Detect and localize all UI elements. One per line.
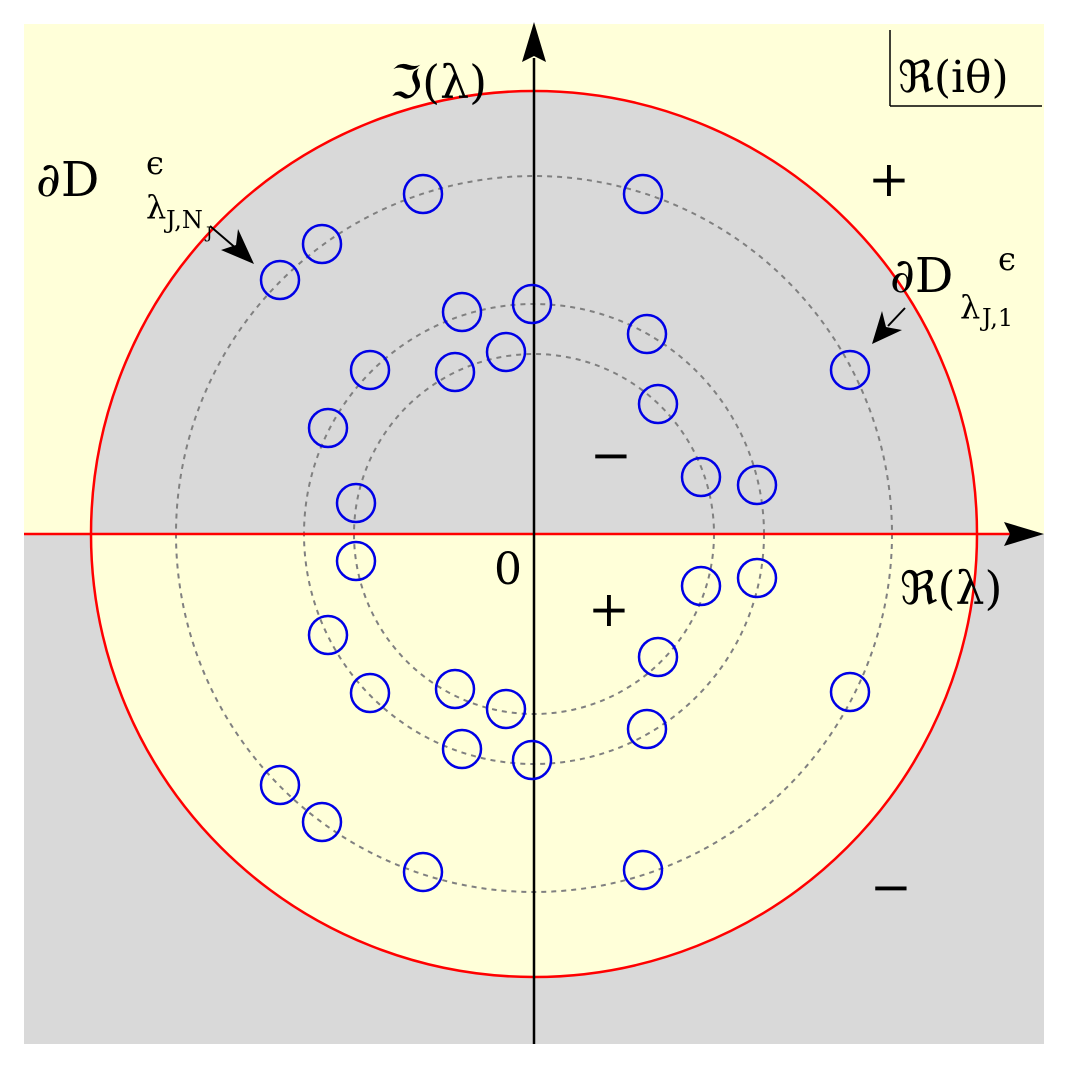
disk: [335, 540, 377, 582]
boundary-label-left: ∂D ϵ λ J,N J: [36, 144, 212, 242]
disk: [301, 223, 343, 265]
boundary-left-sub: λ: [146, 188, 166, 226]
pointer-right-line: [887, 307, 906, 327]
x-axis-label: ℜ(λ): [900, 561, 1003, 615]
pointer-arrows: [209, 225, 906, 344]
real-axis-arrow-icon: [1004, 522, 1044, 546]
boundary-left-subsub: J,N: [163, 206, 203, 234]
disk: [622, 173, 664, 215]
disk: [434, 668, 476, 710]
boundary-right-subsub: J,1: [979, 304, 1013, 332]
boundary-right-sup: ϵ: [998, 240, 1016, 278]
disk: [637, 383, 679, 425]
boundary-left-subsubsub: J: [204, 223, 212, 242]
disk: [349, 349, 391, 391]
origin-label: 0: [494, 544, 522, 595]
disk: [626, 313, 668, 355]
pointer-left-arrow-icon: [221, 229, 254, 264]
legend: ℜ(iθ): [889, 30, 1042, 107]
boundary-label-right: ∂D ϵ λ J,1: [890, 240, 1016, 332]
disk: [441, 728, 483, 770]
disk: [511, 283, 553, 325]
disk: [485, 331, 527, 373]
disk: [441, 291, 483, 333]
axes: [522, 22, 1044, 1044]
boundary-left-sup: ϵ: [146, 144, 164, 182]
sign-upper-inside: −: [590, 426, 632, 484]
disk: [485, 688, 527, 730]
disk: [259, 259, 301, 301]
disk: [349, 672, 391, 714]
boundary-right-main: ∂D: [890, 248, 953, 304]
disk: [829, 671, 871, 713]
disk: [307, 614, 349, 656]
disk: [680, 456, 722, 498]
disk: [829, 349, 871, 391]
disk: [736, 464, 778, 506]
boundary-left-main: ∂D: [36, 152, 99, 208]
boundary-right-sub: λ: [960, 288, 980, 326]
disk: [680, 565, 722, 607]
imaginary-axis-arrow-icon: [522, 22, 546, 62]
disk: [434, 351, 476, 393]
sign-lower-outside: −: [870, 858, 912, 916]
disk: [335, 482, 377, 524]
disk: [402, 851, 444, 893]
disk: [622, 849, 664, 891]
pointer-right-arrow-icon: [872, 311, 902, 344]
sign-lower-inside: +: [588, 580, 630, 638]
disk: [301, 801, 343, 843]
disk: [402, 173, 444, 215]
disk: [511, 739, 553, 781]
disk: [736, 557, 778, 599]
disk: [307, 407, 349, 449]
disk: [259, 764, 301, 806]
disk: [637, 636, 679, 678]
y-axis-label: ℑ(λ): [390, 55, 487, 109]
disk: [626, 708, 668, 750]
disks: [259, 173, 871, 893]
sign-upper-outside: +: [868, 150, 910, 208]
legend-label: ℜ(iθ): [898, 52, 1009, 103]
